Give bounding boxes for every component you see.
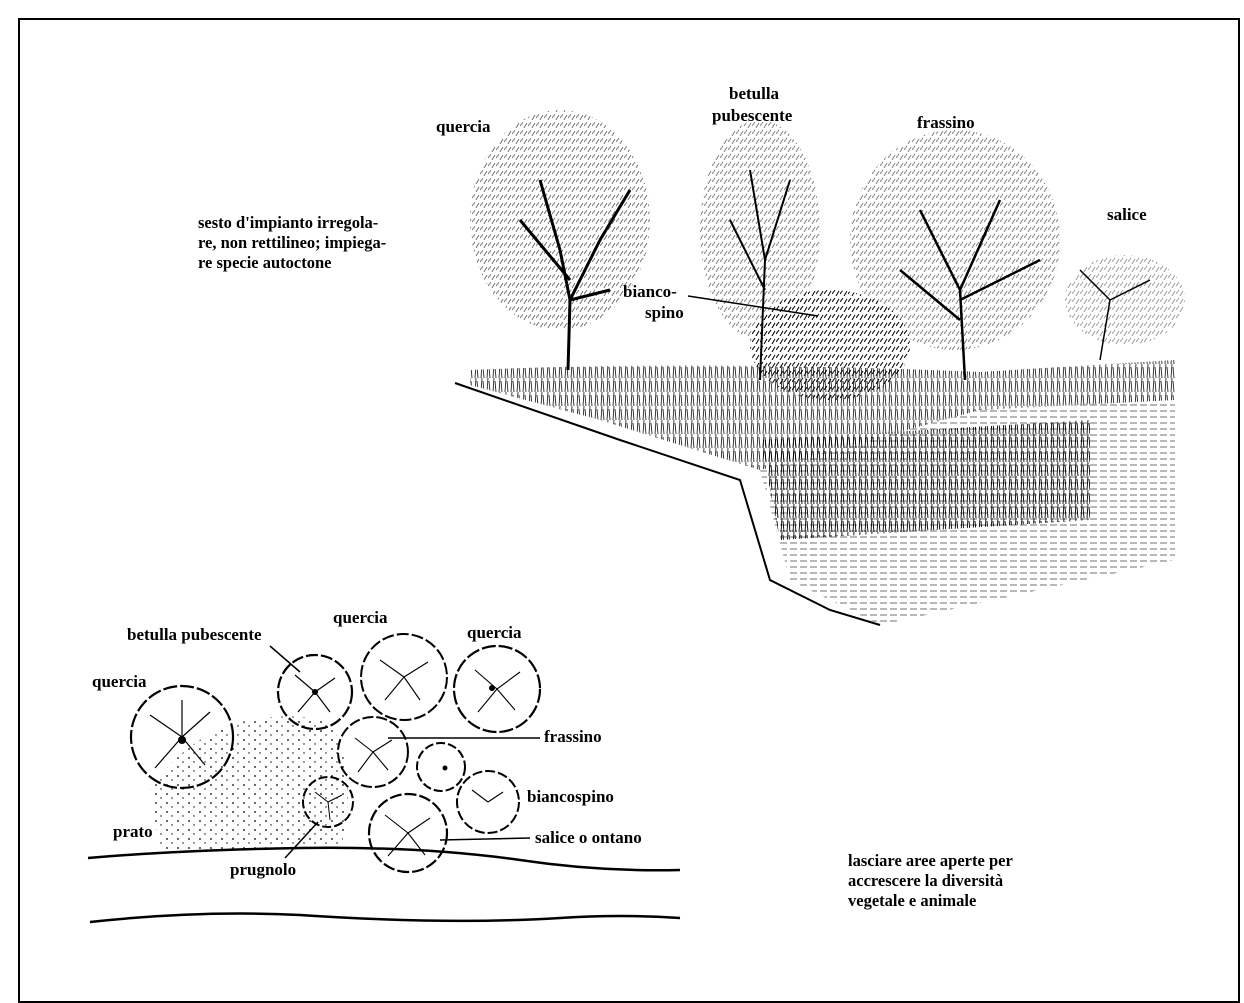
note-open-areas-line1: lasciare aree aperte per xyxy=(848,851,1013,871)
label-quercia: quercia xyxy=(436,117,490,136)
note-layout-line1: sesto d'impianto irregola- xyxy=(198,213,378,233)
plan-view xyxy=(88,634,680,922)
betulla-leader xyxy=(270,646,300,672)
riparian-sketch xyxy=(455,110,1185,625)
label-plan-betulla: betulla pubescente xyxy=(127,625,262,644)
bank-line-lower xyxy=(90,914,680,922)
crown-salice xyxy=(369,794,447,872)
label-plan-frassino: frassino xyxy=(544,727,602,746)
crown-quercia-right xyxy=(454,646,540,732)
label-plan-quercia-left: quercia xyxy=(92,672,146,691)
label-betulla-line1: betulla xyxy=(729,84,779,103)
label-frassino: frassino xyxy=(917,113,975,132)
crown-small xyxy=(417,743,465,791)
label-salice: salice xyxy=(1107,205,1147,224)
label-plan-salice: salice o ontano xyxy=(535,828,642,847)
crown-quercia-center xyxy=(361,634,447,720)
bank-line-upper xyxy=(88,848,680,871)
label-plan-biancospino: biancospino xyxy=(527,787,614,806)
label-plan-quercia-right: quercia xyxy=(467,623,521,642)
crown-biancospino xyxy=(457,771,519,833)
label-betulla-line2: pubescente xyxy=(712,106,792,125)
label-plan-prato: prato xyxy=(113,822,153,841)
crown-frassino xyxy=(338,717,408,787)
note-open-areas-line2: accrescere la diversità xyxy=(848,871,1003,891)
quercia-tree xyxy=(470,110,650,370)
label-plan-prugnolo: prugnolo xyxy=(230,860,296,879)
label-plan-quercia-center: quercia xyxy=(333,608,387,627)
note-layout-line2: re, non rettilineo; impiega- xyxy=(198,233,386,253)
salice-leader xyxy=(440,838,530,840)
label-biancospino-line1: bianco- xyxy=(623,282,677,301)
meadow-area xyxy=(150,716,348,850)
note-open-areas-line3: vegetale e animale xyxy=(848,891,976,911)
label-biancospino-line2: spino xyxy=(645,303,684,322)
reeds xyxy=(760,420,1090,540)
note-layout-line3: re specie autoctone xyxy=(198,253,332,273)
salice-tree xyxy=(1065,255,1185,360)
